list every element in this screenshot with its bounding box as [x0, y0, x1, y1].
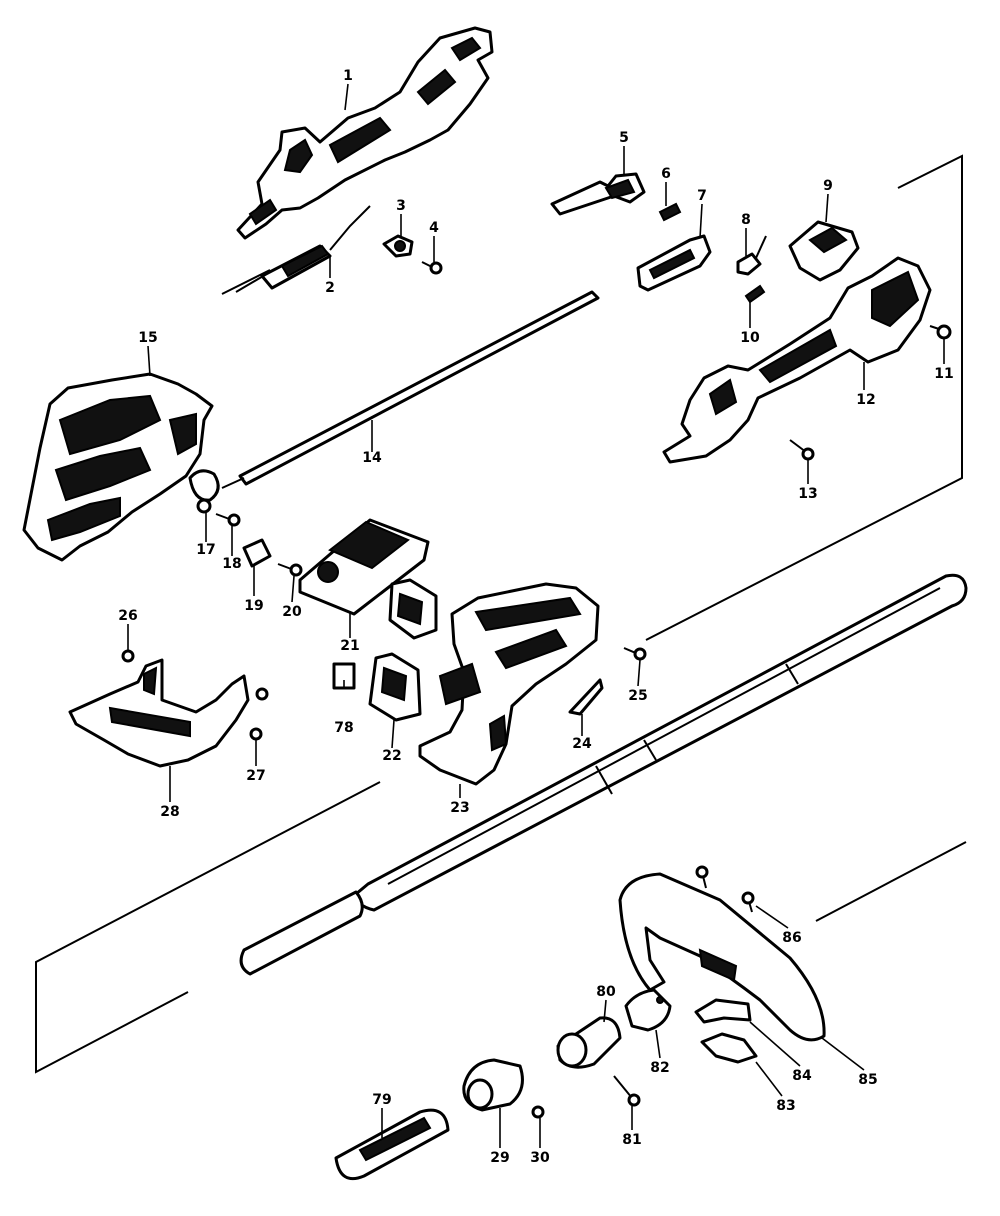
- label-part-28: 28: [160, 804, 179, 820]
- label-part-18: 18: [222, 556, 241, 572]
- part-14-drive-shaft: [188, 290, 600, 502]
- part-8-connector: [736, 235, 767, 276]
- part-12-rear-housing: [662, 256, 932, 464]
- label-part-8: 8: [741, 212, 751, 228]
- label-part-23: 23: [450, 800, 469, 816]
- label-part-11: 11: [934, 366, 953, 382]
- part-30-screw: [531, 1105, 545, 1119]
- part-22-switch-housing: [368, 578, 438, 722]
- label-part-13: 13: [798, 486, 817, 502]
- part-7-switch: [636, 234, 712, 292]
- label-part-79: 79: [372, 1092, 391, 1108]
- label-part-9: 9: [823, 178, 833, 194]
- label-part-4: 4: [429, 220, 439, 236]
- part-82-sleeve: [624, 988, 672, 1032]
- part-9-switch-plate: [788, 220, 860, 282]
- label-part-1: 1: [343, 68, 353, 84]
- label-part-82: 82: [650, 1060, 669, 1076]
- part-15-motor-housing: [22, 372, 214, 562]
- part-1-handle-housing: [236, 26, 494, 240]
- label-part-10: 10: [740, 330, 760, 346]
- part-6-spring: [658, 202, 682, 222]
- part-13-screw: [789, 439, 815, 461]
- label-part-19: 19: [244, 598, 263, 614]
- label-part-78: 78: [334, 720, 353, 736]
- part-26-screw: [121, 649, 135, 663]
- part-29-collar: [462, 1058, 524, 1112]
- part-28-battery-holder: [68, 658, 250, 768]
- part-27-screw: [249, 687, 269, 741]
- label-part-81: 81: [622, 1132, 641, 1148]
- part-3-clamp: [382, 234, 414, 258]
- part-81-bolt: [613, 1075, 641, 1107]
- label-part-86: 86: [782, 930, 801, 946]
- label-part-14: 14: [362, 450, 382, 466]
- part-11-screw: [929, 324, 952, 340]
- label-part-3: 3: [396, 198, 406, 214]
- label-part-30: 30: [530, 1150, 550, 1166]
- part-84-clamp-upper: [694, 998, 752, 1024]
- leader-lines: [127, 83, 945, 1148]
- part-17-clip: [196, 498, 212, 514]
- part-5-trigger-lever: [550, 172, 646, 216]
- pole-tube: [239, 573, 968, 976]
- part-4-screw: [421, 261, 443, 275]
- label-part-84: 84: [792, 1068, 812, 1084]
- frame-lines: [35, 154, 967, 1074]
- label-part-27: 27: [246, 768, 265, 784]
- part-86-bolts: [695, 865, 755, 913]
- label-part-15: 15: [138, 330, 157, 346]
- label-part-20: 20: [282, 604, 302, 620]
- part-85-loop-handle: [618, 872, 826, 1042]
- label-part-26: 26: [118, 608, 137, 624]
- label-part-29: 29: [490, 1150, 509, 1166]
- label-part-80: 80: [596, 984, 616, 1000]
- label-part-2: 2: [325, 280, 335, 296]
- label-part-7: 7: [697, 188, 707, 204]
- label-part-83: 83: [776, 1098, 795, 1114]
- part-18-screw: [215, 513, 241, 527]
- label-part-5: 5: [619, 130, 629, 146]
- part-25-screw: [623, 647, 647, 661]
- label-part-24: 24: [572, 736, 592, 752]
- label-part-17: 17: [196, 542, 215, 558]
- part-23-lower-housing: [418, 582, 600, 786]
- part-21-controller: [298, 518, 430, 616]
- label-part-12: 12: [856, 392, 875, 408]
- label-part-22: 22: [382, 748, 401, 764]
- label-part-25: 25: [628, 688, 647, 704]
- part-24-label: [568, 678, 604, 716]
- part-2-cable: [221, 205, 371, 295]
- part-10-spring: [744, 284, 766, 304]
- part-83-clamp-lower: [700, 1032, 758, 1064]
- part-20-screw: [277, 563, 303, 577]
- label-part-85: 85: [858, 1072, 877, 1088]
- label-part-6: 6: [661, 166, 671, 182]
- part-80-handle-holder: [556, 1016, 622, 1069]
- part-labels: 1 2 3 4 5 6 7 8 9 10 11 12 13 14 15 17 1…: [118, 68, 953, 1166]
- part-19-holder: [242, 538, 272, 568]
- part-79-grip: [334, 1108, 450, 1181]
- label-part-21: 21: [340, 638, 359, 654]
